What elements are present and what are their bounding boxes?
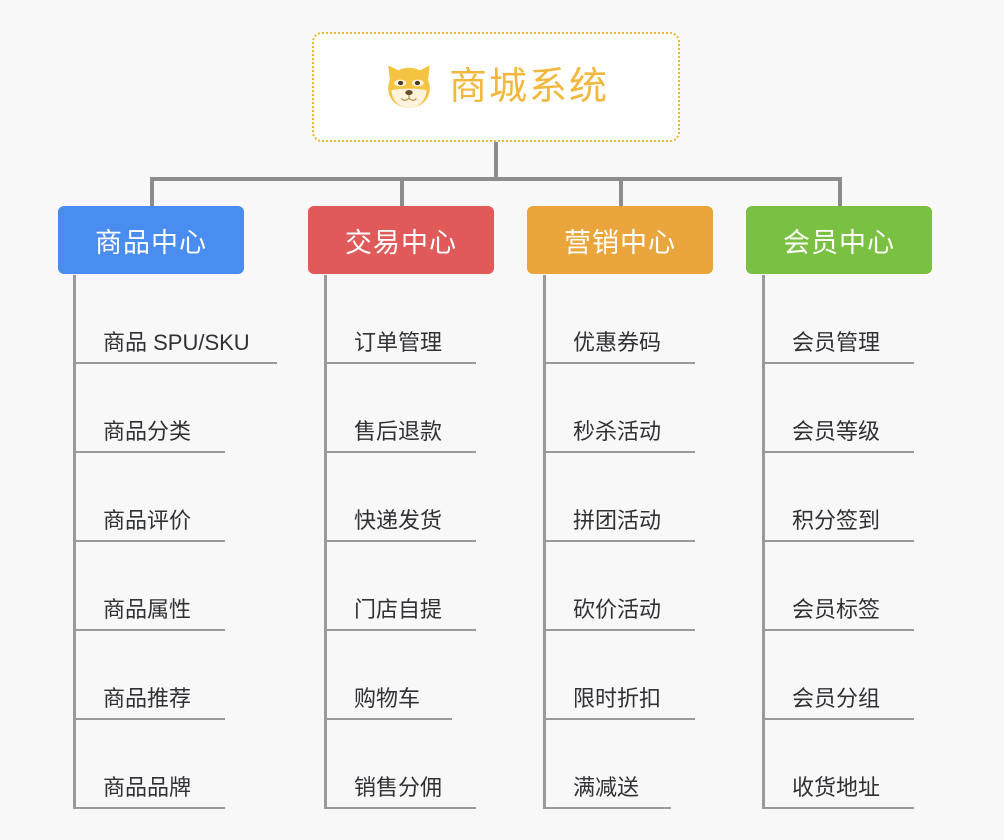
category-box-member-center[interactable]: 会员中心: [746, 206, 932, 274]
category-box-product-center[interactable]: 商品中心: [58, 206, 244, 274]
leaf-item-underline: [324, 718, 452, 720]
leaf-column-marketing-center: 优惠券码秒杀活动拼团活动砍价活动限时折扣满减送: [543, 275, 803, 809]
leaf-item-label: 满减送: [573, 775, 640, 800]
category-label: 交易中心: [345, 227, 457, 258]
leaf-item[interactable]: 售后退款: [324, 364, 584, 453]
leaf-item[interactable]: 订单管理: [324, 275, 584, 364]
leaf-item-underline: [543, 540, 695, 542]
leaf-item[interactable]: 秒杀活动: [543, 364, 803, 453]
leaf-item-label: 会员等级: [792, 419, 881, 444]
leaf-item[interactable]: 商品属性: [73, 542, 333, 631]
leaf-item[interactable]: 拼团活动: [543, 453, 803, 542]
leaf-item-underline: [73, 629, 225, 631]
connector-drop-marketing-center: [619, 177, 623, 207]
leaf-item[interactable]: 限时折扣: [543, 631, 803, 720]
leaf-item[interactable]: 商品 SPU/SKU: [73, 275, 333, 364]
leaf-item-label: 商品分类: [103, 419, 192, 444]
leaf-item[interactable]: 销售分佣: [324, 720, 584, 809]
leaf-item-label: 秒杀活动: [573, 419, 662, 444]
leaf-item-underline: [324, 540, 476, 542]
leaf-item-label: 拼团活动: [573, 508, 662, 533]
leaf-item-underline: [762, 362, 914, 364]
category-label: 商品中心: [95, 227, 207, 258]
leaf-column-member-center: 会员管理会员等级积分签到会员标签会员分组收货地址: [762, 275, 1004, 809]
leaf-item-label: 商品评价: [103, 508, 192, 533]
leaf-item-label: 销售分佣: [354, 775, 443, 800]
leaf-item[interactable]: 会员等级: [762, 364, 1004, 453]
leaf-item[interactable]: 商品品牌: [73, 720, 333, 809]
connector-drop-product-center: [150, 177, 154, 207]
leaf-item-underline: [324, 362, 476, 364]
connector-horizontal-bus: [150, 177, 840, 181]
leaf-item-underline: [762, 807, 914, 809]
leaf-item-underline: [543, 629, 695, 631]
connector-root-stem: [494, 142, 498, 180]
leaf-item-label: 积分签到: [792, 508, 881, 533]
leaf-item-underline: [73, 807, 225, 809]
leaf-item[interactable]: 商品推荐: [73, 631, 333, 720]
leaf-item[interactable]: 商品分类: [73, 364, 333, 453]
leaf-item-label: 订单管理: [354, 330, 443, 355]
leaf-item-label: 商品属性: [103, 597, 192, 622]
category-box-trade-center[interactable]: 交易中心: [308, 206, 494, 274]
leaf-item-label: 商品品牌: [103, 775, 192, 800]
leaf-item-label: 会员标签: [792, 597, 881, 622]
leaf-item-underline: [324, 629, 476, 631]
leaf-item-label: 商品推荐: [103, 686, 192, 711]
leaf-column-trade-center: 订单管理售后退款快递发货门店自提购物车销售分佣: [324, 275, 584, 809]
column-spine: [73, 275, 76, 809]
leaf-item[interactable]: 会员标签: [762, 542, 1004, 631]
leaf-item-underline: [762, 718, 914, 720]
category-label: 营销中心: [564, 227, 676, 258]
leaf-item-underline: [543, 807, 671, 809]
leaf-item-underline: [543, 718, 695, 720]
leaf-item-underline: [324, 451, 476, 453]
root-node[interactable]: 商城系统: [312, 32, 680, 142]
connector-drop-trade-center: [400, 177, 404, 207]
shiba-dog-face-icon: [388, 65, 430, 108]
leaf-item[interactable]: 购物车: [324, 631, 584, 720]
leaf-item-label: 优惠券码: [573, 330, 662, 355]
leaf-item-label: 门店自提: [354, 597, 443, 622]
leaf-item-underline: [73, 362, 277, 364]
leaf-item-underline: [73, 451, 225, 453]
leaf-item-underline: [762, 629, 914, 631]
leaf-item[interactable]: 会员管理: [762, 275, 1004, 364]
leaf-item-underline: [762, 451, 914, 453]
leaf-item-label: 会员管理: [792, 330, 881, 355]
category-label: 会员中心: [783, 227, 895, 258]
leaf-item-underline: [73, 718, 225, 720]
leaf-item[interactable]: 商品评价: [73, 453, 333, 542]
column-spine: [543, 275, 546, 809]
leaf-item-label: 限时折扣: [573, 686, 662, 711]
leaf-item[interactable]: 优惠券码: [543, 275, 803, 364]
column-spine: [324, 275, 327, 809]
leaf-item[interactable]: 满减送: [543, 720, 803, 809]
leaf-item[interactable]: 积分签到: [762, 453, 1004, 542]
root-title: 商城系统: [448, 66, 609, 108]
leaf-item-underline: [543, 451, 695, 453]
leaf-item[interactable]: 砍价活动: [543, 542, 803, 631]
leaf-item-label: 砍价活动: [573, 597, 662, 622]
column-spine: [762, 275, 765, 809]
leaf-item-underline: [543, 362, 695, 364]
leaf-item-label: 会员分组: [792, 686, 881, 711]
leaf-item-label: 购物车: [354, 686, 421, 711]
leaf-item-label: 快递发货: [354, 508, 443, 533]
leaf-item-underline: [324, 807, 476, 809]
leaf-item[interactable]: 门店自提: [324, 542, 584, 631]
leaf-item-underline: [73, 540, 225, 542]
leaf-item[interactable]: 快递发货: [324, 453, 584, 542]
leaf-item-label: 售后退款: [354, 419, 443, 444]
leaf-item-underline: [762, 540, 914, 542]
leaf-column-product-center: 商品 SPU/SKU 商品分类商品评价商品属性商品推荐商品品牌: [73, 275, 333, 809]
category-box-marketing-center[interactable]: 营销中心: [527, 206, 713, 274]
leaf-item-label: 商品 SPU/SKU: [103, 330, 250, 355]
connector-drop-member-center: [838, 177, 842, 207]
leaf-item[interactable]: 会员分组: [762, 631, 1004, 720]
leaf-item[interactable]: 收货地址: [762, 720, 1004, 809]
leaf-item-label: 收货地址: [792, 775, 881, 800]
